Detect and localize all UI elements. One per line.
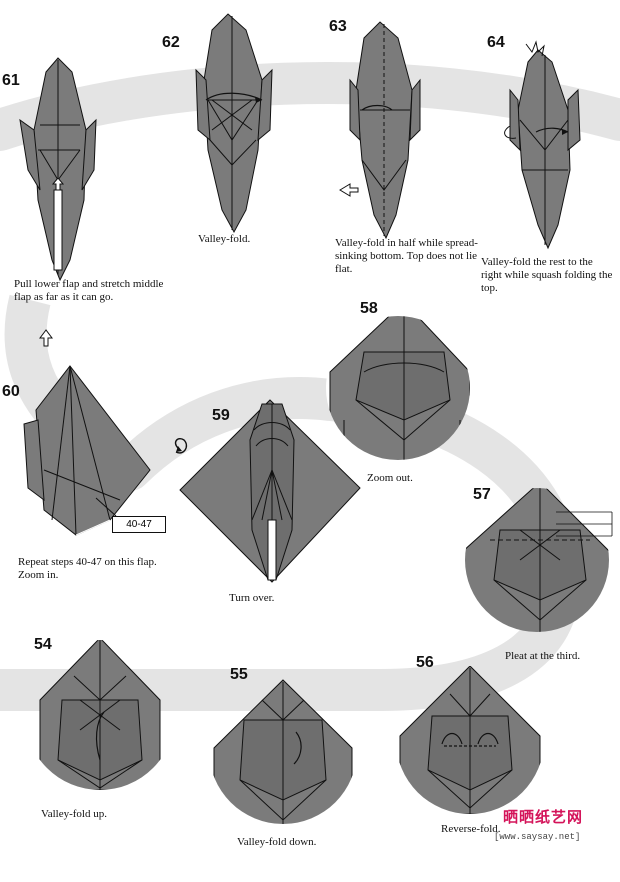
step-56-reverse-arrows: [441, 732, 499, 747]
step-caption-61: Pull lower flap and stretch middle flap …: [14, 278, 164, 303]
step-number-59: 59: [212, 407, 230, 424]
step-54-valley-arrow: [95, 711, 105, 761]
step-64-model: [509, 49, 581, 250]
step-54-model: [39, 640, 161, 790]
step-number-54: 54: [34, 636, 52, 653]
watermark-url: [www.saysay.net]: [494, 832, 581, 842]
step-caption-54: Valley-fold up.: [41, 808, 107, 820]
step-reference-box: 40-47: [112, 516, 166, 533]
step-number-58: 58: [360, 300, 378, 317]
step-57-pleat-lines: [556, 511, 613, 537]
step-55-model: [213, 679, 353, 824]
step-number-64: 64: [487, 34, 505, 51]
step-62-model: [195, 13, 273, 234]
step-number-62: 62: [162, 34, 180, 51]
step-caption-56: Reverse-fold.: [441, 823, 501, 835]
step-caption-59: Turn over.: [229, 592, 275, 604]
up-arrow-60-to-61: [39, 329, 53, 347]
step-caption-62: Valley-fold.: [198, 233, 251, 245]
step-61-arrow: [51, 177, 65, 191]
step-61-model: [19, 57, 97, 282]
step-57-model: [465, 488, 609, 632]
step-number-56: 56: [416, 654, 434, 671]
step-caption-55: Valley-fold down.: [237, 836, 317, 848]
step-63-hollow-arrow: [339, 183, 359, 197]
step-63-valley-arrow: [361, 104, 393, 111]
step-caption-57: Pleat at the third.: [505, 650, 581, 662]
step-caption-64: Valley-fold the rest to the right while …: [481, 256, 613, 294]
step-59-model: [179, 399, 361, 583]
step-caption-63: Valley-fold in half while spread-sinking…: [335, 237, 478, 275]
step-number-55: 55: [230, 666, 248, 683]
step-number-63: 63: [329, 18, 347, 35]
step-58-model: [326, 316, 470, 460]
step-64-turn-arrow: [504, 125, 517, 139]
step-63-model: [349, 21, 421, 240]
step-caption-60: Repeat steps 40-47 on this flap. Zoom in…: [18, 556, 157, 581]
step-55-valley-arrow: [293, 731, 302, 765]
step-number-61: 61: [2, 72, 20, 89]
watermark-brand: 晒晒纸艺网: [503, 808, 584, 826]
step-number-60: 60: [2, 383, 20, 400]
step-60-ref-line: [95, 497, 117, 517]
step-60-model: [23, 365, 151, 536]
step-64-squash-burst: [525, 40, 545, 57]
step-number-57: 57: [473, 486, 491, 503]
step-caption-58: Zoom out.: [367, 472, 413, 484]
turn-over-symbol: [174, 438, 188, 454]
